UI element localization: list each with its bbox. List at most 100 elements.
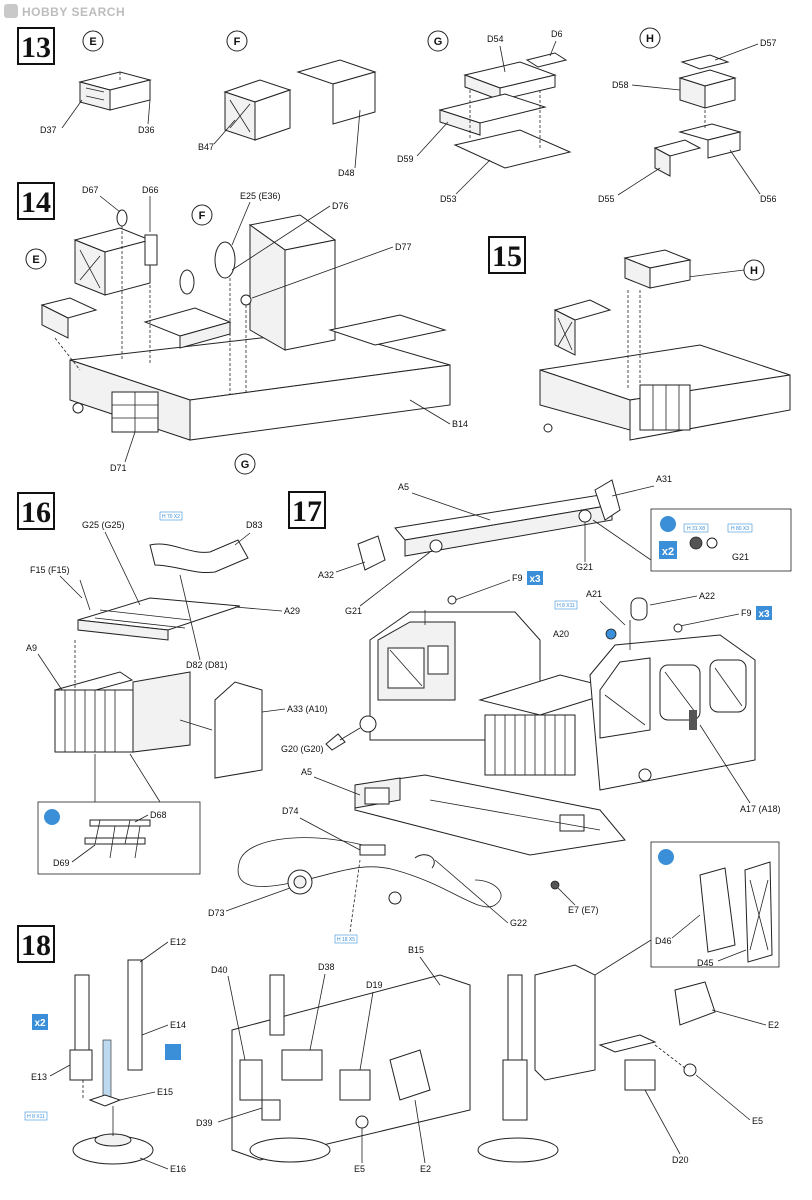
step-15: 15 H [488, 236, 791, 441]
label-d53: D53 [440, 194, 457, 204]
label-a5-lower: A5 [301, 767, 312, 777]
label-d76: D76 [332, 201, 349, 211]
multiplier-x3-text: x3 [758, 609, 770, 620]
label-a32: A32 [318, 570, 334, 580]
beam-a5-illustration [357, 479, 621, 571]
sub-circle-f [191, 204, 213, 226]
label-e16: E16 [170, 1164, 186, 1174]
multiplier-x2-badge [659, 541, 677, 559]
label-d55: D55 [598, 194, 615, 204]
color-code-text: H 18 X5 [337, 937, 355, 943]
label-d19: D19 [366, 980, 383, 990]
label-g25: G25 (G25) [82, 520, 125, 530]
jack-left-illustration [69, 959, 154, 1165]
label-d54: D54 [487, 34, 504, 44]
step-13: 13 E D37 D36 F B47 D48 [17, 27, 777, 204]
sub-circle-f [226, 30, 248, 52]
sub-circle-e [25, 248, 47, 270]
label-d6: D6 [551, 29, 563, 39]
cut-icon [165, 1044, 181, 1060]
label-e12: E12 [170, 937, 186, 947]
step-13-number: 13 [21, 31, 51, 64]
label-d45: D45 [697, 958, 714, 968]
sub-circle-e [82, 30, 104, 52]
color-code-text: H 80 X3 [731, 526, 749, 532]
label-a20: A20 [553, 629, 569, 639]
sub-circle-g-label: G [434, 36, 443, 48]
label-g21-b: G21 [576, 562, 593, 572]
detail-box-d68-d69: D68 D69 [37, 753, 201, 875]
part-b47-d48-illustration [223, 59, 377, 141]
color-code-badge: H 70 X2 [159, 511, 183, 521]
multiplier-x2-text: x2 [662, 546, 674, 558]
color-code-text: H 31 X8 [687, 526, 705, 532]
chassis-step14-illustration [40, 209, 451, 441]
label-d82: D82 (D81) [186, 660, 228, 670]
label-d58: D58 [612, 80, 629, 90]
label-d48: D48 [338, 168, 355, 178]
label-g20: G20 (G20) [281, 744, 324, 754]
label-d40: D40 [211, 965, 228, 975]
label-d68: D68 [150, 810, 167, 820]
label-e7: E7 (E7) [568, 905, 599, 915]
part-d54-d6-d59-d53-illustration [438, 52, 572, 169]
step-15-box [488, 236, 526, 274]
label-e5-b: E5 [752, 1116, 763, 1126]
multiplier-x2-badge [32, 1014, 48, 1030]
label-a29: A29 [284, 606, 300, 616]
color-code-badge: H 8 X11 [24, 1111, 48, 1121]
sub-circle-h [639, 27, 661, 49]
multiplier-x3-text: x3 [529, 574, 541, 585]
label-d38: D38 [318, 962, 335, 972]
label-g21-a: G21 [345, 606, 362, 616]
label-d69: D69 [53, 858, 70, 868]
label-f9-b: F9 [741, 608, 752, 618]
step-18-number: 18 [21, 929, 51, 962]
step-18-box [17, 925, 55, 963]
label-d66: D66 [142, 185, 159, 195]
side-panel-assembly-illustration [231, 974, 471, 1163]
watermark-logo-icon [4, 4, 18, 18]
step-17: 17 A5 A31 A32 G21 G21 x2 H 31 X8 [208, 474, 792, 944]
step-16: 16 H 70 X2 [17, 492, 328, 875]
step-17-number: 17 [292, 495, 322, 528]
label-a31: A31 [656, 474, 672, 484]
multiplier-x3-badge [527, 571, 543, 585]
step-14: 14 E F G [17, 182, 468, 475]
label-e5-a: E5 [354, 1164, 365, 1174]
glue-icon [660, 516, 676, 532]
sub-circle-e-label: E [89, 36, 96, 48]
step-16-number: 16 [21, 496, 51, 529]
label-e14: E14 [170, 1020, 186, 1030]
label-d67: D67 [82, 185, 99, 195]
label-b15: B15 [408, 945, 424, 955]
watermark: HOBBY SEARCH [4, 4, 125, 19]
label-d39: D39 [196, 1118, 213, 1128]
label-b14: B14 [452, 419, 468, 429]
multiplier-x2-text: x2 [34, 1018, 46, 1029]
label-d37: D37 [40, 125, 57, 135]
step-13-box [17, 27, 55, 65]
label-d73: D73 [208, 908, 225, 918]
watermark-text: HOBBY SEARCH [22, 5, 125, 19]
jack-right-illustration [477, 964, 716, 1163]
step-14-number: 14 [21, 186, 51, 219]
color-code-text: H 70 X2 [162, 514, 180, 520]
color-code-text: H 8 X11 [557, 603, 575, 609]
label-e2-b: E2 [768, 1020, 779, 1030]
step-15-number: 15 [492, 240, 522, 273]
sub-circle-e-label: E [32, 254, 39, 266]
label-a22: A22 [699, 591, 715, 601]
sub-circle-g [427, 30, 449, 52]
part-d57-d58-d55-d56-illustration [653, 54, 742, 177]
part-d37-d36-illustration [78, 71, 152, 111]
color-code-text: H 8 X11 [27, 1114, 45, 1120]
label-d46: D46 [655, 936, 672, 946]
label-a21: A21 [586, 589, 602, 599]
label-e15: E15 [157, 1087, 173, 1097]
label-e25: E25 (E36) [240, 191, 281, 201]
label-f15: F15 (F15) [30, 565, 70, 575]
glue-icon [44, 809, 60, 825]
color-code-badge: H 18 X5 [334, 934, 358, 944]
